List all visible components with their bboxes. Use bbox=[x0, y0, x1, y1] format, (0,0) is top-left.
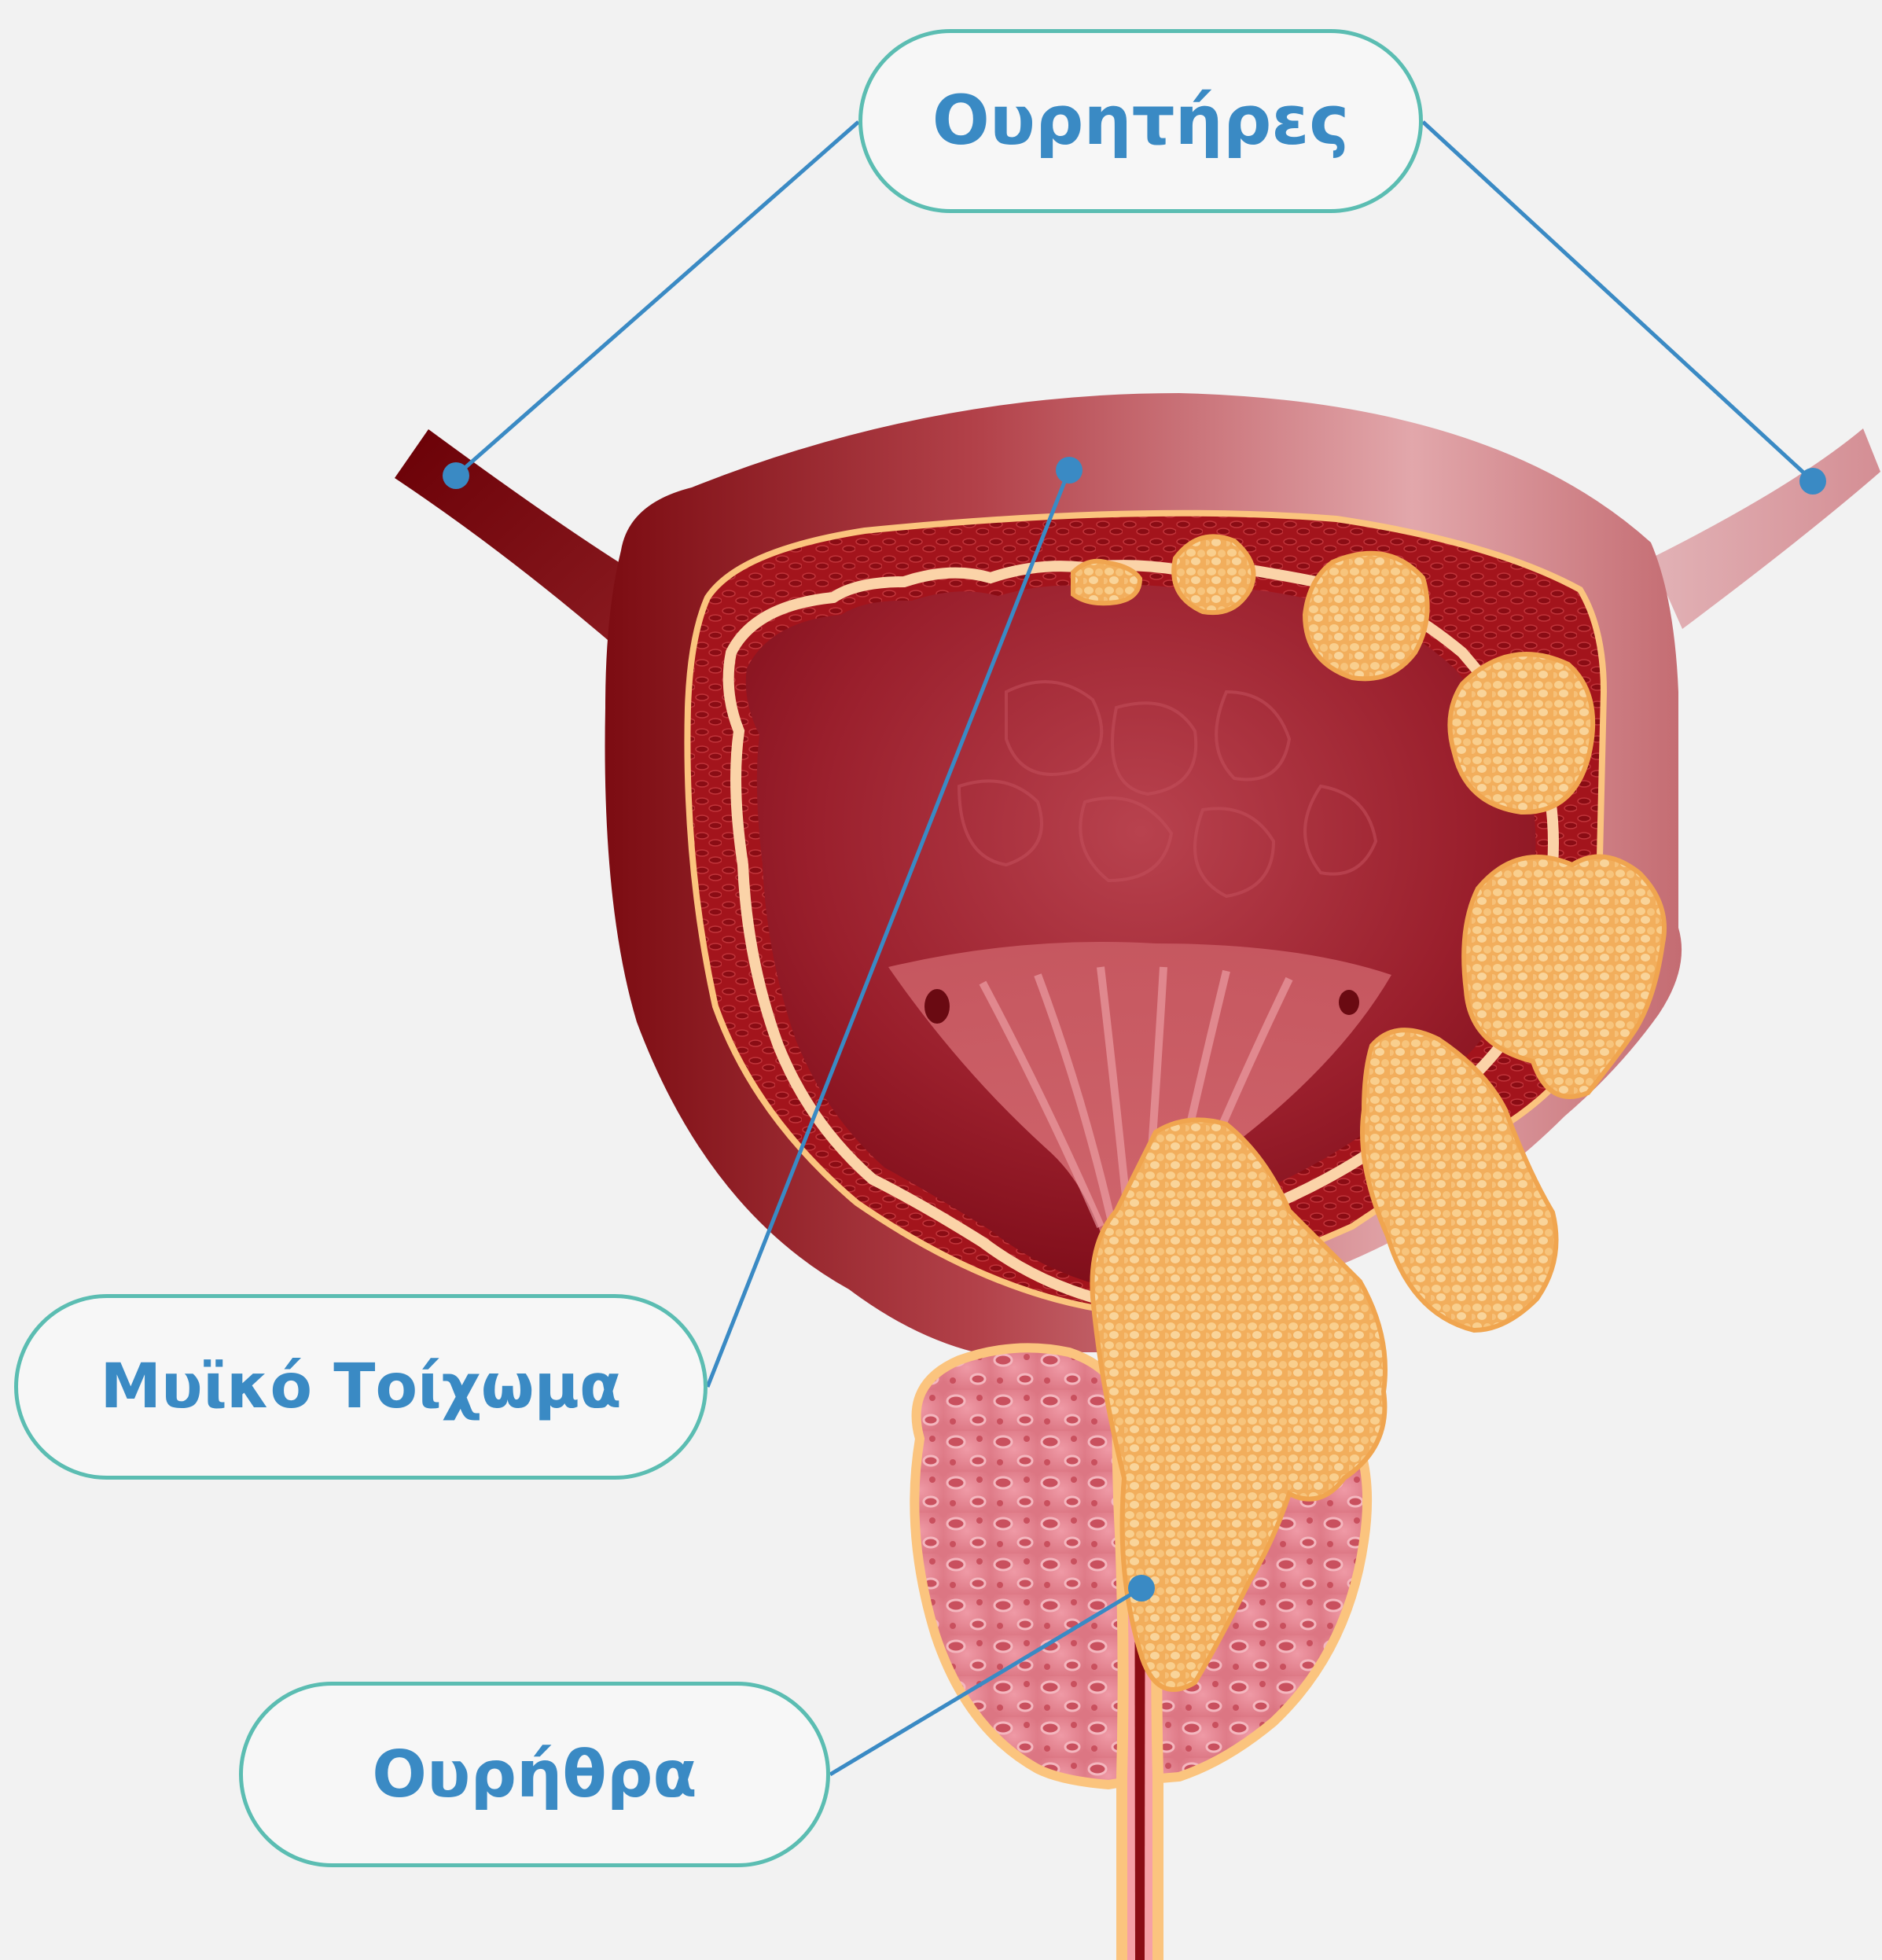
muscle-wall-label-text: Μυϊκό Τοίχωμα bbox=[100, 1351, 621, 1422]
dot-urethra bbox=[1128, 1575, 1155, 1601]
tumor-small-1 bbox=[1073, 561, 1140, 604]
dot-muscle-wall bbox=[1056, 457, 1083, 484]
ureteral-orifice-left bbox=[924, 989, 950, 1024]
ureteral-orifice-right bbox=[1339, 990, 1359, 1015]
dot-ureter-right bbox=[1799, 468, 1826, 495]
ureter-left bbox=[395, 429, 625, 645]
muscle-wall-label: Μυϊκό Τοίχωμα bbox=[14, 1294, 708, 1480]
dot-ureter-left bbox=[443, 462, 469, 489]
urethra-label: Ουρήθρα bbox=[239, 1682, 830, 1867]
tumor-2 bbox=[1174, 536, 1253, 612]
ureter-right bbox=[1651, 428, 1880, 629]
tumor-3 bbox=[1305, 553, 1428, 679]
ureters-label: Ουρητήρες bbox=[858, 29, 1423, 213]
ureters-label-text: Ουρητήρες bbox=[932, 82, 1350, 160]
urethra-label-text: Ουρήθρα bbox=[372, 1738, 697, 1812]
tumor-4 bbox=[1450, 654, 1593, 812]
